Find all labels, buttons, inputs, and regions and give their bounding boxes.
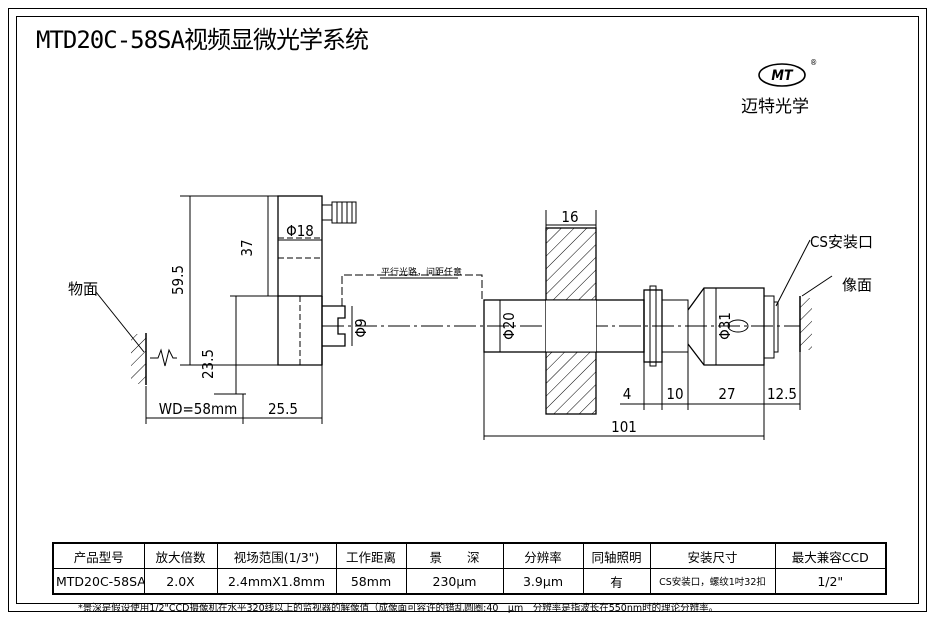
header-cell: 最大兼容CCD: [774, 542, 887, 569]
parallel-light-label: 平行光路，间距任意: [381, 266, 462, 278]
object-spring-line: [150, 348, 177, 367]
table-cell: 58mm: [335, 568, 407, 595]
drawing-title: MTD20C-58SA视频显微光学系统: [36, 26, 369, 54]
spec-table-header: 产品型号 放大倍数 视场范围(1/3") 工作距离 景 深 分辨率 同轴照明 安…: [52, 542, 887, 569]
table-cell: 2.0X: [143, 568, 218, 595]
inner-border: [16, 16, 919, 604]
dim-10-text: 10: [666, 385, 683, 403]
illumination-head-outline: [277, 195, 323, 297]
outer-border: [8, 8, 927, 612]
table-row: MTD20C-58SA 2.0X 2.4mmX1.8mm 58mm 230μm …: [52, 568, 887, 595]
dim-25-5-text: 25.5: [268, 400, 298, 418]
dim-16-text: 16: [561, 208, 578, 226]
dim-59-5-text: 59.5: [169, 265, 187, 295]
header-cell: 产品型号: [52, 542, 145, 569]
dim-101-text: 101: [611, 418, 637, 436]
table-cell: 1/2": [774, 568, 887, 595]
spec-table: 产品型号 放大倍数 视场范围(1/3") 工作距离 景 深 分辨率 同轴照明 安…: [52, 542, 887, 595]
header-cell: 工作距离: [335, 542, 407, 569]
logo-text: MT: [771, 68, 794, 84]
dim-12-5-text: 12.5: [767, 385, 797, 403]
header-cell: 安装尺寸: [649, 542, 776, 569]
object-plane-hatch: [131, 334, 146, 384]
table-cell: 有: [582, 568, 651, 595]
knurled-knob: [321, 204, 333, 221]
object-plane-label: 物面: [68, 280, 98, 298]
image-plane-label: 像面: [842, 276, 872, 294]
table-cell: MTD20C-58SA: [52, 568, 145, 595]
header-cell: 景 深: [405, 542, 504, 569]
table-cell: 3.9μm: [502, 568, 584, 595]
table-cell: 230μm: [405, 568, 504, 595]
image-plane-leader: [801, 275, 833, 297]
dim-4-text: 4: [623, 385, 632, 403]
dim-d18-text: Φ18: [286, 222, 314, 240]
mt-logo-icon: MT ®: [758, 58, 817, 87]
dim-wd-text: WD=58mm: [159, 400, 238, 418]
header-cell: 视场范围(1/3"): [216, 542, 337, 569]
table-cell: 2.4mmX1.8mm: [216, 568, 337, 595]
dim-d9-text: Φ9: [352, 318, 370, 337]
footnote: *景深是假设使用1/2"CCD摄像机在水平320线以上的监视器的解像值（成像面可…: [78, 603, 719, 614]
dim-37-text: 37: [238, 239, 256, 256]
dim-23-5-text: 23.5: [199, 349, 217, 379]
header-cell: 分辨率: [502, 542, 584, 569]
cs-mount-label: CS安装口: [810, 233, 873, 251]
knurled-knob-cap: [331, 201, 357, 224]
cs-mount-leader: [775, 239, 811, 307]
cs-mount-outline: [763, 295, 775, 359]
header-cell: 放大倍数: [143, 542, 218, 569]
dim-27-text: 27: [718, 385, 735, 403]
registered-mark: ®: [810, 58, 817, 67]
dim-d20-text: Φ20: [500, 312, 518, 340]
front-lens-outline: [322, 305, 346, 347]
table-cell: CS安装口，螺纹1吋32扣: [649, 568, 776, 595]
header-cell: 同轴照明: [582, 542, 651, 569]
dim-d31-text: Φ31: [716, 312, 734, 340]
brand-name: 迈特光学: [741, 97, 809, 117]
object-plane-leader: [95, 291, 145, 353]
